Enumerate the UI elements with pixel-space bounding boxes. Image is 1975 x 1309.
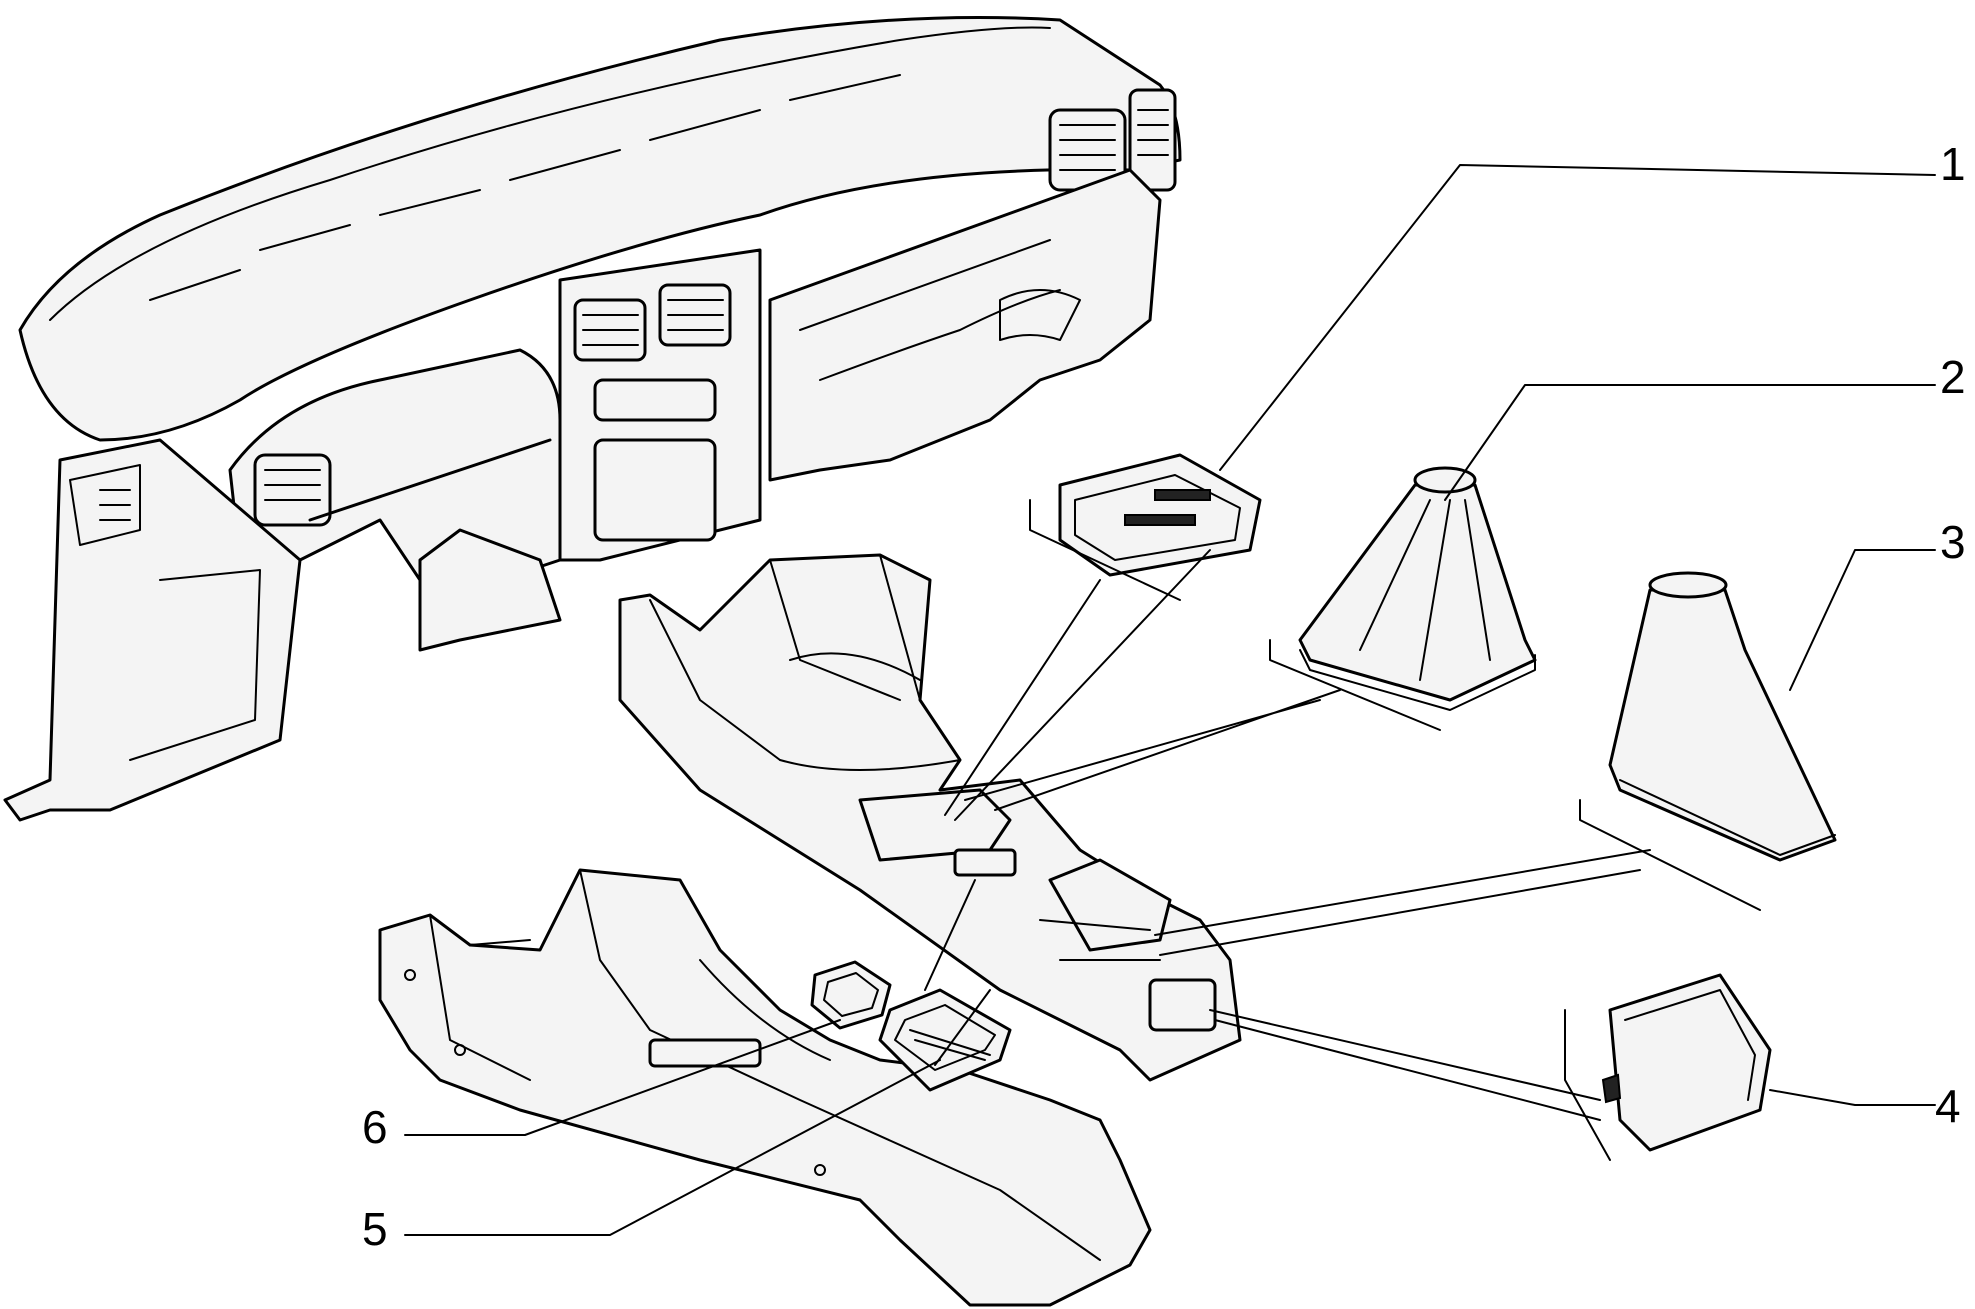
leader-2 — [1444, 384, 1936, 501]
part-5-switch-block — [878, 988, 1012, 1092]
vent-left — [253, 453, 332, 527]
part-4-cover-cap — [1564, 973, 1772, 1161]
leader-1 — [1219, 164, 1936, 471]
dashboard-right-body — [768, 168, 1162, 482]
part-2-gear-boot — [1269, 466, 1537, 731]
leader-lines — [404, 164, 1936, 1236]
center-console-upper — [618, 553, 1242, 1082]
callout-3: 3 — [1940, 516, 1966, 568]
part-6-small-switch — [810, 960, 892, 1030]
callout-1: 1 — [1940, 138, 1966, 190]
callout-6: 6 — [362, 1101, 388, 1153]
callout-5: 5 — [362, 1203, 388, 1255]
leader-6 — [404, 1019, 841, 1136]
dashboard-assembly — [3, 16, 1182, 822]
part-3-gear-boot-cover — [1579, 571, 1837, 911]
callout-4: 4 — [1935, 1080, 1961, 1132]
console-rear-outlet — [1148, 978, 1217, 1032]
dashboard-top-panel — [18, 16, 1182, 442]
callout-labels: 1 2 3 4 5 6 — [362, 138, 1966, 1255]
leader-4 — [1769, 1089, 1936, 1106]
callout-2: 2 — [1940, 351, 1966, 403]
part-1-switch-panel — [1029, 453, 1262, 601]
leader-5 — [404, 1059, 941, 1236]
leader-3 — [1789, 549, 1936, 691]
